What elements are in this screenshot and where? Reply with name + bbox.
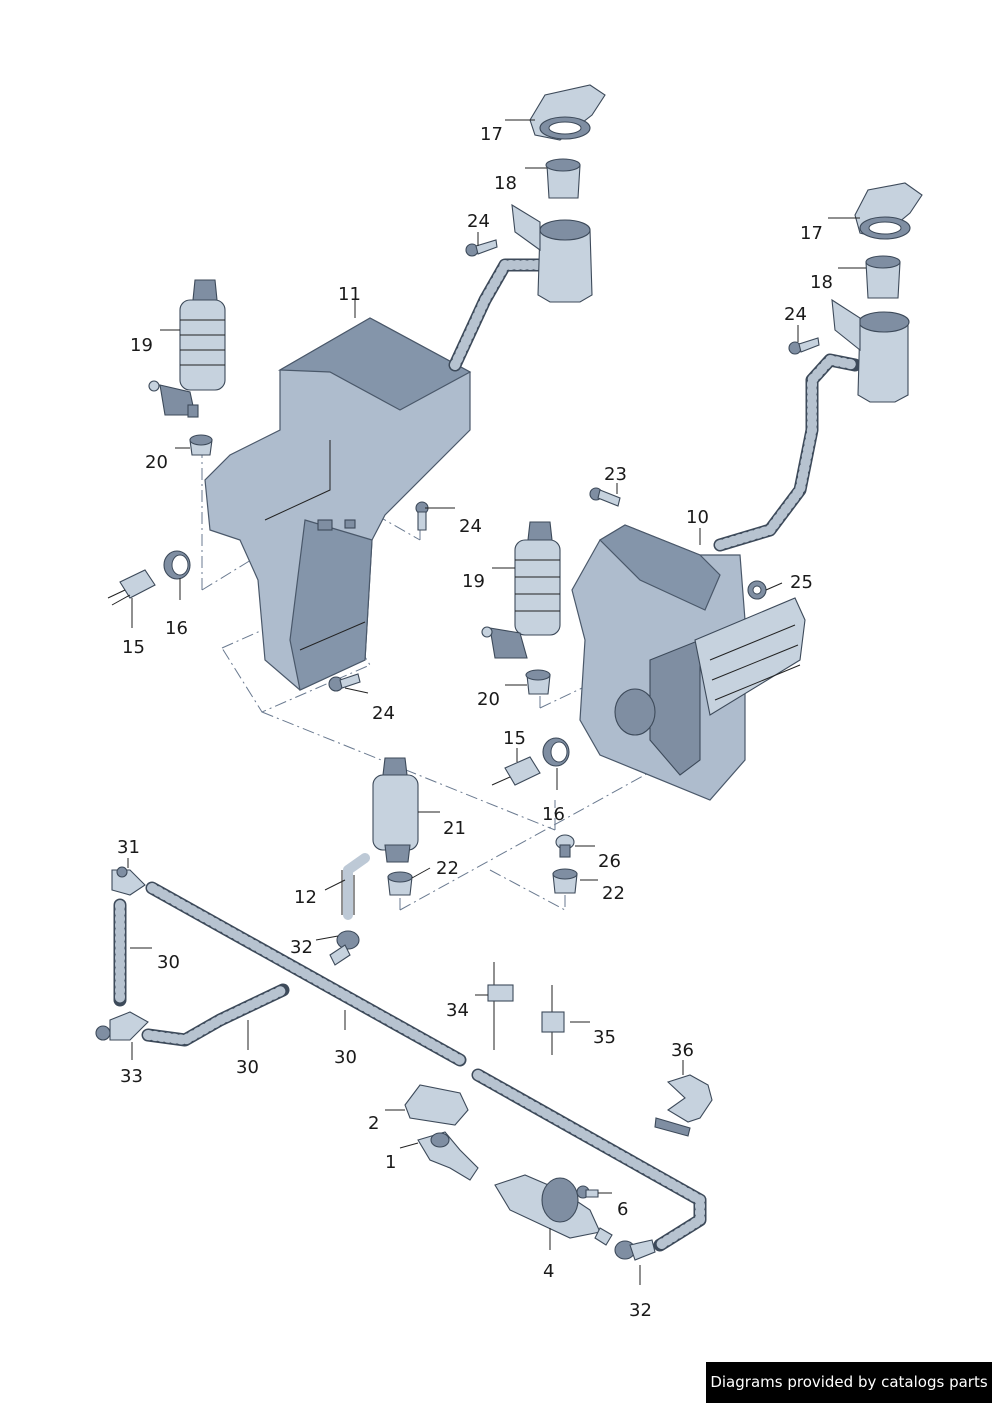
bolt-23[interactable] — [589, 487, 621, 507]
label-17-right: 17 — [800, 223, 823, 244]
label-22-left: 22 — [436, 858, 459, 879]
label-18-right: 18 — [810, 272, 833, 293]
label-2: 2 — [368, 1113, 379, 1134]
label-36: 36 — [671, 1040, 694, 1061]
grommet-20-right[interactable] — [525, 669, 551, 695]
label-30-curved: 30 — [236, 1057, 259, 1078]
filler-neck-hose-left — [448, 258, 547, 372]
clip-36[interactable] — [654, 1074, 713, 1137]
label-22-right: 22 — [602, 883, 625, 904]
cable-tie-34[interactable] — [487, 962, 514, 1050]
hose-30-long — [145, 881, 707, 1252]
washer-tank-left[interactable] — [204, 317, 472, 691]
level-sensor-15-right[interactable] — [491, 756, 541, 786]
label-17-left: 17 — [480, 124, 503, 145]
label-24-top-left: 24 — [467, 211, 490, 232]
nut-25[interactable] — [747, 580, 767, 600]
filler-neck-right[interactable] — [831, 298, 910, 403]
label-24-bottom-left: 24 — [372, 703, 395, 724]
washer-tank-right[interactable] — [571, 524, 806, 801]
nozzle-1[interactable] — [417, 1131, 479, 1181]
label-33: 33 — [120, 1066, 143, 1087]
grommet-16-right[interactable] — [542, 737, 570, 767]
label-21: 21 — [443, 818, 466, 839]
filler-neck-hose-right — [713, 353, 862, 552]
label-23: 23 — [604, 464, 627, 485]
label-16-right: 16 — [542, 804, 565, 825]
label-34: 34 — [446, 1000, 469, 1021]
filter-sleeve-right[interactable] — [865, 255, 901, 299]
elbow-connector-32-lower[interactable] — [614, 1239, 656, 1261]
label-1: 1 — [385, 1152, 396, 1173]
grommet-16-left[interactable] — [163, 550, 191, 580]
grommet-22-left[interactable] — [387, 871, 413, 896]
label-26: 26 — [598, 851, 621, 872]
label-12: 12 — [294, 887, 317, 908]
label-30-vertical: 30 — [157, 952, 180, 973]
washer-pump-left[interactable] — [148, 279, 226, 418]
grommet-20-left[interactable] — [189, 434, 213, 456]
cover-cap-2[interactable] — [404, 1084, 469, 1126]
label-4: 4 — [543, 1261, 554, 1282]
bolt-24-d[interactable] — [788, 337, 820, 355]
elbow-connector-32-upper[interactable] — [329, 930, 360, 966]
grommet-22-right[interactable] — [552, 868, 578, 894]
bolt-24-a[interactable] — [465, 239, 498, 257]
washer-pump-right[interactable] — [481, 521, 561, 659]
level-sensor-15-left[interactable] — [107, 569, 156, 606]
label-31: 31 — [117, 837, 140, 858]
bolt-6[interactable] — [576, 1185, 599, 1199]
label-19-left: 19 — [130, 335, 153, 356]
label-35: 35 — [593, 1027, 616, 1048]
label-32-lower: 32 — [629, 1300, 652, 1321]
label-18-left: 18 — [494, 173, 517, 194]
label-24-tank-left: 24 — [459, 516, 482, 537]
label-24-right: 24 — [784, 304, 807, 325]
leader-lines — [127, 119, 866, 1285]
label-32-upper: 32 — [290, 937, 313, 958]
label-11: 11 — [338, 284, 361, 305]
credit-banner: Diagrams provided by catalogs parts — [706, 1362, 992, 1403]
label-15-left: 15 — [122, 637, 145, 658]
filler-cap-left[interactable] — [529, 84, 606, 141]
label-30-long: 30 — [334, 1047, 357, 1068]
filler-cap-right[interactable] — [854, 182, 923, 240]
bolt-24-c[interactable] — [328, 673, 361, 692]
connector-31[interactable] — [111, 866, 146, 896]
clip-35[interactable] — [541, 985, 565, 1055]
label-15-right: 15 — [503, 728, 526, 749]
hose-30-curved — [141, 983, 290, 1047]
label-25: 25 — [790, 572, 813, 593]
cylinder-4[interactable] — [494, 1174, 613, 1246]
label-6: 6 — [617, 1199, 628, 1220]
part-labels: 17 18 24 11 19 20 24 15 16 24 17 18 24 2… — [117, 124, 833, 1321]
elbow-connector-12[interactable] — [341, 853, 370, 920]
filler-neck-left[interactable] — [511, 203, 593, 303]
label-10: 10 — [686, 507, 709, 528]
t-connector-33[interactable] — [95, 1011, 149, 1041]
filter-sleeve-left[interactable] — [545, 158, 581, 199]
label-19-right: 19 — [462, 571, 485, 592]
plug-26[interactable] — [555, 834, 575, 858]
label-20-left: 20 — [145, 452, 168, 473]
bolt-24-b[interactable] — [415, 501, 429, 531]
label-20-right: 20 — [477, 689, 500, 710]
label-16-left: 16 — [165, 618, 188, 639]
washer-pump-21[interactable] — [372, 757, 419, 863]
